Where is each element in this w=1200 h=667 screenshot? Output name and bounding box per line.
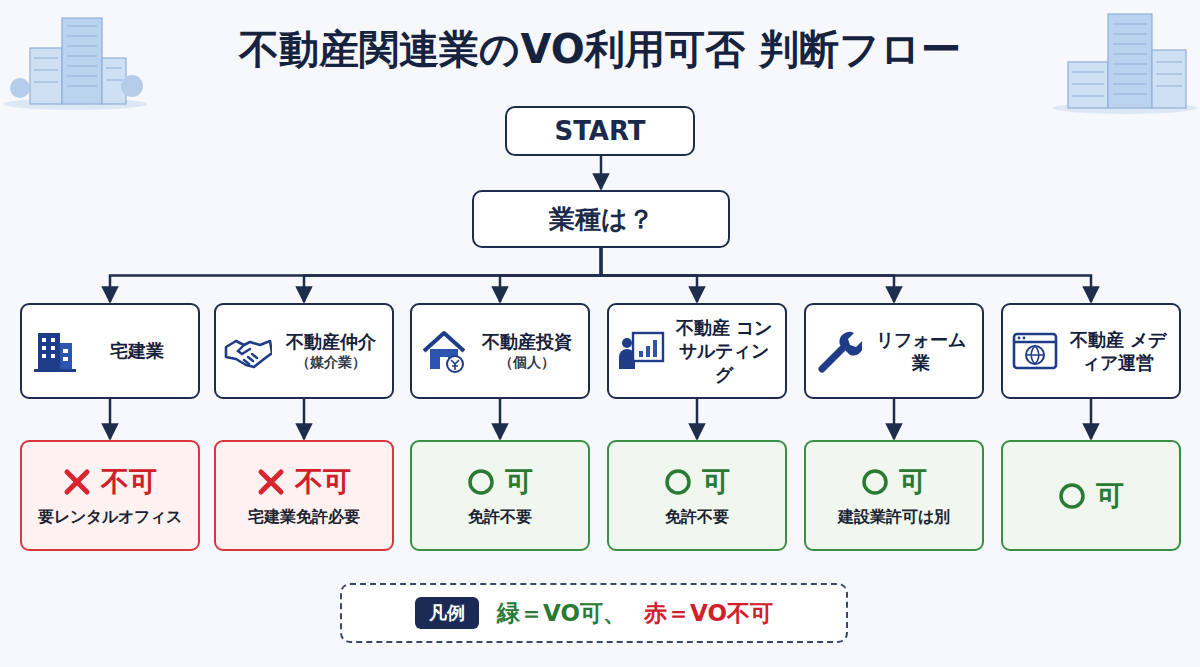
- category-icon: [224, 327, 272, 375]
- note-text: 建設業許可は別: [838, 507, 950, 528]
- text-column: 不動産仲介（媒介業）: [278, 330, 384, 371]
- legend-box: 凡例緑＝VO可、赤＝VO不可: [340, 583, 848, 643]
- verdict-text: 可: [899, 463, 927, 501]
- text-column: 不動産 コンサルティング: [671, 316, 777, 386]
- text-column: リフォーム業: [868, 328, 974, 375]
- category-icon: [617, 327, 665, 375]
- result-ok-box: 可免許不要: [410, 440, 590, 551]
- flow-arrow: [109, 399, 112, 439]
- flow-arrow: [500, 248, 601, 302]
- category-label: 宅建業: [110, 339, 164, 362]
- node-label: 業種は？: [549, 202, 654, 237]
- sub-label: （個人）: [499, 354, 555, 372]
- category-box: 不動産投資（個人）: [410, 303, 590, 399]
- category-icon: [30, 327, 78, 375]
- start-box: START: [505, 106, 695, 156]
- flow-arrow: [893, 399, 896, 439]
- category-box: 不動産仲介（媒介業）: [214, 303, 394, 399]
- circle-mark: [861, 468, 889, 496]
- verdict-text: 不可: [295, 463, 351, 501]
- circle-mark: [467, 468, 495, 496]
- question-box: 業種は？: [472, 190, 730, 248]
- category-label: 不動産 メディア運営: [1065, 328, 1171, 375]
- buildings-left: [3, 18, 147, 110]
- legend-text: 赤＝VO不可: [644, 598, 773, 629]
- category-icon: [814, 327, 862, 375]
- category-icon: [1011, 327, 1059, 375]
- verdict-row: 不可: [257, 463, 351, 501]
- category-label: 不動産 コンサルティング: [671, 316, 777, 386]
- legend-text: 緑＝VO可、: [497, 598, 626, 629]
- result-ok-box: 可: [1001, 440, 1181, 551]
- flow-arrow: [303, 399, 306, 439]
- result-ok-box: 可建設業許可は別: [804, 440, 984, 551]
- verdict-text: 可: [1096, 477, 1124, 515]
- category-box: 宅建業: [20, 303, 200, 399]
- legend-tag: 凡例: [415, 597, 479, 629]
- flow-arrow: [110, 248, 601, 302]
- verdict-text: 可: [702, 463, 730, 501]
- flow-arrow: [600, 156, 603, 189]
- cross-mark: [257, 468, 285, 496]
- text-column: 宅建業: [84, 339, 190, 362]
- cross-mark: [63, 468, 91, 496]
- verdict-text: 不可: [101, 463, 157, 501]
- buildings-right: [1053, 14, 1197, 114]
- result-ng-box: 不可宅建業免許必要: [214, 440, 394, 551]
- verdict-text: 可: [505, 463, 533, 501]
- flow-arrow: [499, 399, 502, 439]
- verdict-row: 可: [1058, 477, 1124, 515]
- verdict-row: 可: [664, 463, 730, 501]
- category-box: 不動産 コンサルティング: [607, 303, 787, 399]
- verdict-row: 可: [861, 463, 927, 501]
- flow-arrow: [696, 399, 699, 439]
- text-column: 不動産 メディア運営: [1065, 328, 1171, 375]
- flow-arrow: [601, 248, 1091, 302]
- category-label: リフォーム業: [868, 328, 974, 375]
- diagram-title: 不動産関連業のVO利用可否 判断フロー: [150, 22, 1050, 77]
- result-ng-box: 不可要レンタルオフィス: [20, 440, 200, 551]
- verdict-row: 可: [467, 463, 533, 501]
- verdict-row: 不可: [63, 463, 157, 501]
- category-label: 不動産投資: [482, 330, 572, 353]
- sub-label: （媒介業）: [296, 354, 366, 372]
- result-ok-box: 可免許不要: [607, 440, 787, 551]
- category-box: 不動産 メディア運営: [1001, 303, 1181, 399]
- text-column: 不動産投資（個人）: [474, 330, 580, 371]
- note-text: 宅建業免許必要: [248, 507, 360, 528]
- note-text: 免許不要: [665, 507, 729, 528]
- note-text: 要レンタルオフィス: [38, 507, 182, 528]
- category-box: リフォーム業: [804, 303, 984, 399]
- category-icon: [420, 327, 468, 375]
- circle-mark: [664, 468, 692, 496]
- flow-arrow: [304, 248, 601, 302]
- node-label: START: [554, 116, 645, 146]
- category-label: 不動産仲介: [286, 330, 376, 353]
- note-text: 免許不要: [468, 507, 532, 528]
- flow-arrow: [1090, 399, 1093, 439]
- circle-mark: [1058, 482, 1086, 510]
